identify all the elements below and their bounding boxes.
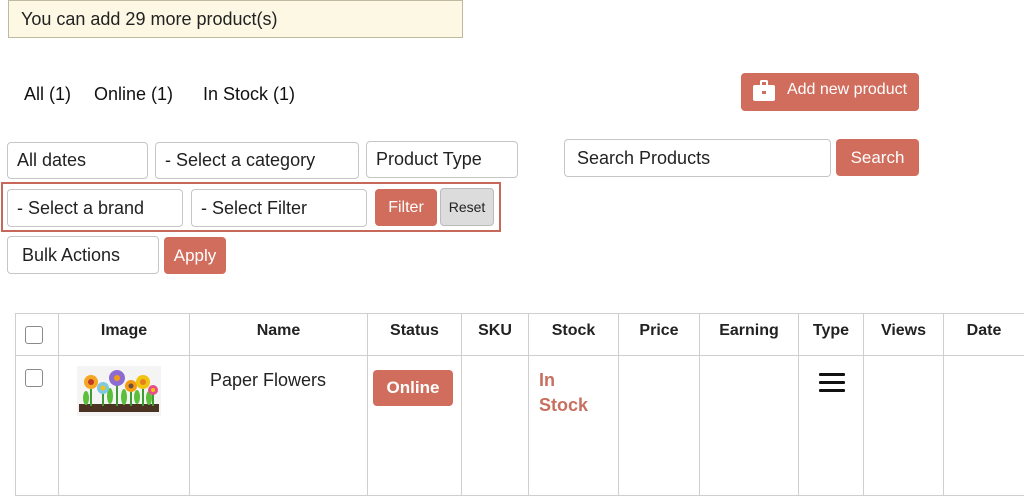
column-header-sku[interactable]: SKU [462, 314, 529, 356]
status-badge: Online [373, 370, 453, 406]
reset-button[interactable]: Reset [440, 188, 494, 226]
column-header-views[interactable]: Views [864, 314, 944, 356]
dates-select[interactable]: All dates [7, 142, 148, 179]
filter-in-stock-link[interactable]: In Stock (1) [203, 83, 295, 105]
table-header-row: Image Name Status SKU Stock Price Earnin… [16, 314, 1024, 356]
stock-cell: In Stock [529, 356, 619, 496]
select-all-cell [16, 314, 59, 356]
product-name-cell: Paper Flowers [190, 356, 368, 496]
apply-button[interactable]: Apply [164, 237, 226, 274]
type-cell [799, 356, 864, 496]
search-button[interactable]: Search [836, 139, 919, 176]
views-cell [864, 356, 944, 496]
row-select-cell [16, 356, 59, 496]
product-image-cell [59, 356, 190, 496]
product-type-select[interactable]: Product Type [366, 141, 518, 178]
bulk-actions-select[interactable]: Bulk Actions [7, 236, 159, 274]
date-cell [944, 356, 1024, 496]
column-header-earning: Earning [700, 314, 799, 356]
product-name-link[interactable]: Paper Flowers [210, 370, 326, 390]
select-all-checkbox[interactable] [25, 326, 43, 344]
brand-select[interactable]: - Select a brand [7, 189, 183, 227]
column-header-stock: Stock [529, 314, 619, 356]
product-limit-notice: You can add 29 more product(s) [8, 0, 463, 38]
row-checkbox[interactable] [25, 369, 43, 387]
column-header-image: Image [59, 314, 190, 356]
add-new-product-label: Add new product [787, 81, 907, 99]
table-row: Paper Flowers Online In Stock [16, 356, 1024, 496]
category-select[interactable]: - Select a category [155, 142, 359, 179]
sku-cell [462, 356, 529, 496]
column-header-date[interactable]: Date [944, 314, 1024, 356]
column-header-status: Status [368, 314, 462, 356]
add-new-product-button[interactable]: Add new product [741, 73, 919, 111]
filter-button[interactable]: Filter [375, 189, 437, 226]
column-header-name[interactable]: Name [190, 314, 368, 356]
earning-cell [700, 356, 799, 496]
column-header-type: Type [799, 314, 864, 356]
filter-all-link[interactable]: All (1) [24, 83, 71, 105]
status-cell: Online [368, 356, 462, 496]
price-cell [619, 356, 700, 496]
menu-icon [819, 373, 845, 397]
products-table: Image Name Status SKU Stock Price Earnin… [15, 313, 1024, 496]
column-header-price[interactable]: Price [619, 314, 700, 356]
search-input[interactable]: Search Products [564, 139, 831, 177]
filter-select[interactable]: - Select Filter [191, 189, 367, 227]
stock-status-line-2: Stock [539, 393, 618, 418]
briefcase-icon [753, 84, 775, 101]
stock-status-line-1: In [539, 368, 618, 393]
filter-online-link[interactable]: Online (1) [94, 83, 173, 105]
product-thumbnail[interactable] [77, 366, 161, 416]
